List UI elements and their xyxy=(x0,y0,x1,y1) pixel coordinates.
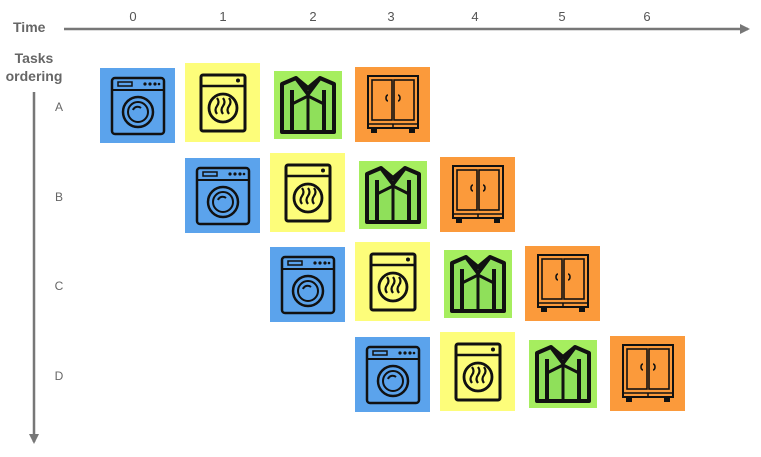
washing-machine-icon xyxy=(194,165,252,227)
shirt-icon xyxy=(448,253,508,315)
time-tick-6: 6 xyxy=(643,9,651,24)
time-tick-5: 5 xyxy=(558,9,566,24)
wardrobe-icon xyxy=(619,342,677,406)
row-label-d: D xyxy=(54,369,64,383)
task-d-fold xyxy=(529,340,597,408)
task-d-washer xyxy=(355,337,430,412)
row-label-b: B xyxy=(54,190,63,204)
shirt-icon xyxy=(278,74,338,136)
washing-machine-icon xyxy=(364,344,422,406)
washing-machine-icon xyxy=(279,254,337,316)
task-c-wardrobe xyxy=(525,246,600,321)
time-tick-0: 0 xyxy=(129,9,137,24)
task-a-dryer xyxy=(185,63,260,142)
washing-machine-icon xyxy=(109,75,167,137)
shirt-icon xyxy=(533,343,593,405)
dryer-icon xyxy=(453,341,503,403)
task-axis-title-line2: ordering xyxy=(5,68,63,84)
wardrobe-icon xyxy=(364,73,422,137)
dryer-icon xyxy=(368,251,418,313)
task-c-washer xyxy=(270,247,345,322)
wardrobe-icon xyxy=(449,163,507,227)
task-a-washer xyxy=(100,68,175,143)
task-c-dryer xyxy=(355,242,430,321)
task-b-fold xyxy=(359,161,427,229)
task-b-dryer xyxy=(270,153,345,232)
task-a-wardrobe xyxy=(355,67,430,142)
time-tick-3: 3 xyxy=(387,9,395,24)
time-axis-title: Time xyxy=(13,19,46,35)
shirt-icon xyxy=(363,164,423,226)
task-d-dryer xyxy=(440,332,515,411)
row-label-c: C xyxy=(54,279,64,293)
time-tick-2: 2 xyxy=(309,9,317,24)
wardrobe-icon xyxy=(534,252,592,316)
dryer-icon xyxy=(198,72,248,134)
task-a-fold xyxy=(274,71,342,139)
task-b-wardrobe xyxy=(440,157,515,232)
row-label-a: A xyxy=(54,100,63,114)
task-d-wardrobe xyxy=(610,336,685,411)
task-axis-title-line1: Tasks xyxy=(14,50,54,66)
dryer-icon xyxy=(283,162,333,224)
task-b-washer xyxy=(185,158,260,233)
task-c-fold xyxy=(444,250,512,318)
time-tick-4: 4 xyxy=(471,9,479,24)
time-tick-1: 1 xyxy=(219,9,227,24)
